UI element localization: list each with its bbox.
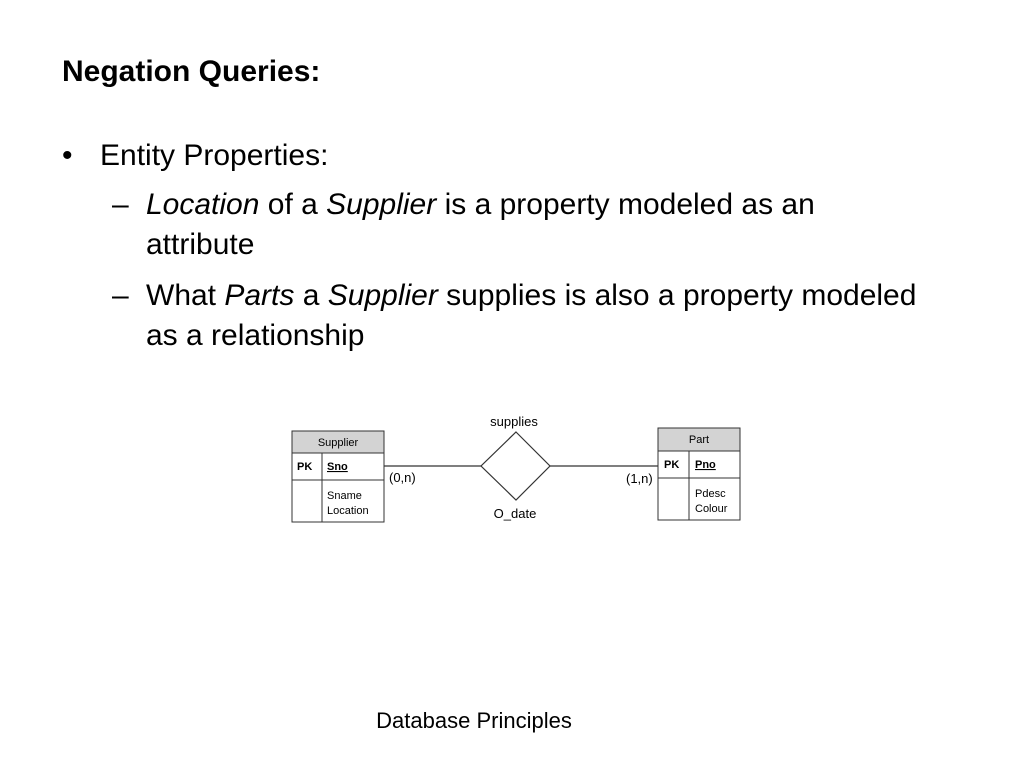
segment-supplier: Supplier xyxy=(326,188,437,221)
bullet-text: Entity Properties: xyxy=(100,139,329,172)
entity-supplier: Supplier PK Sno Sname Location xyxy=(291,430,385,523)
relationship-attribute: O_date xyxy=(494,506,537,521)
segment-parts: Parts xyxy=(224,279,295,312)
bullet-marker: • xyxy=(62,139,73,172)
segment-supplier: Supplier xyxy=(327,279,438,312)
slide-title: Negation Queries: xyxy=(62,55,321,88)
entity-attribute: Sname xyxy=(327,490,362,502)
entity-pk-label: PK xyxy=(297,461,312,473)
relationship-diamond xyxy=(480,431,551,501)
segment-of-a: of a xyxy=(259,188,327,221)
segment-a: a xyxy=(294,279,328,312)
entity-attribute: Location xyxy=(327,505,369,517)
entity-part: Part PK Pno Pdesc Colour xyxy=(657,427,741,521)
segment-what: What xyxy=(146,279,225,312)
entity-pk-field: Sno xyxy=(327,461,348,473)
sub-item-text: Location of a Supplier is a property mod… xyxy=(146,185,926,265)
entity-body xyxy=(291,452,385,523)
segment-location: Location xyxy=(146,188,260,221)
entity-name: Supplier xyxy=(318,437,359,449)
entity-attribute: Colour xyxy=(695,503,728,515)
sub-item-marker: – xyxy=(112,279,129,312)
slide-footer: Database Principles xyxy=(376,708,572,733)
relationship-name: supplies xyxy=(490,414,538,429)
entity-body xyxy=(657,450,741,521)
segment-attribute-rest: is a property modeled as an attribute xyxy=(146,188,815,261)
entity-pk-label: PK xyxy=(664,459,679,471)
entity-attribute: Pdesc xyxy=(695,488,726,500)
sub-item-text: What Parts a Supplier supplies is also a… xyxy=(146,276,926,356)
entity-pk-field: Pno xyxy=(695,459,716,471)
segment-relationship-rest: supplies is also a property modeled as a… xyxy=(146,279,917,352)
cardinality-part: (1,n) xyxy=(626,471,653,486)
sub-item-marker: – xyxy=(112,188,129,221)
cardinality-supplier: (0,n) xyxy=(389,470,416,485)
entity-name: Part xyxy=(689,434,709,446)
